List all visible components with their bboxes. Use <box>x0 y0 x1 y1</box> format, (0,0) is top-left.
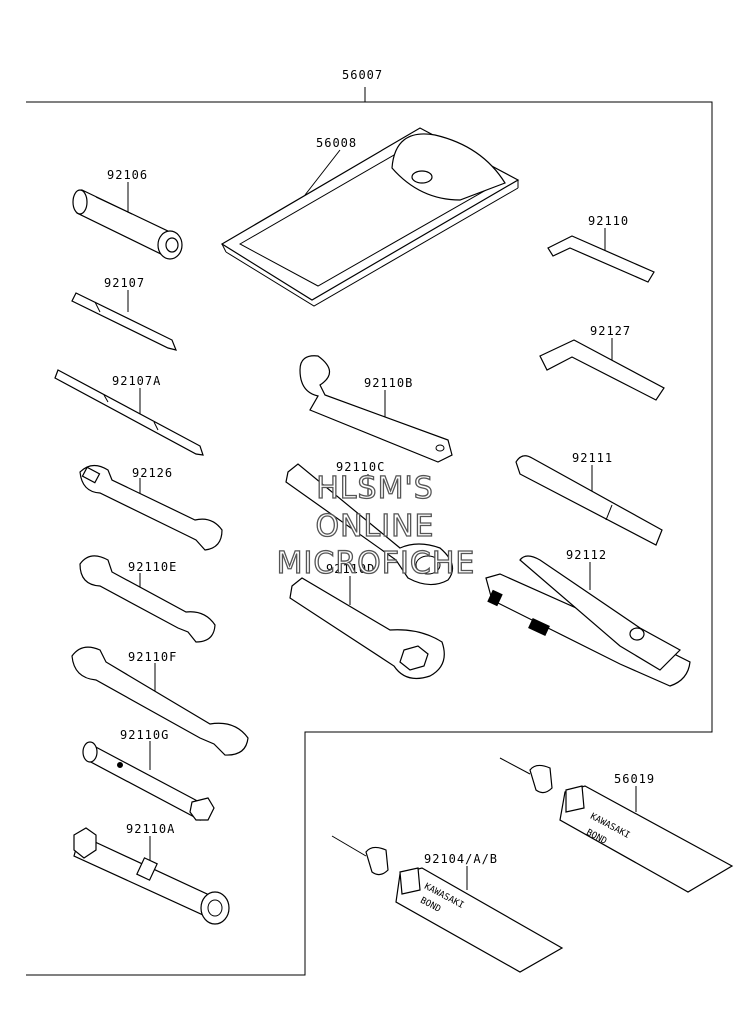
part-label-92110C: 92110C <box>336 460 386 474</box>
kit-frame <box>26 87 713 976</box>
part-label-56008: 56008 <box>316 136 358 150</box>
wrench-92110F <box>71 646 249 756</box>
part-label-92104: 92104/A/B <box>424 852 499 866</box>
watermark-line-3: MICROFICHE <box>276 546 476 581</box>
part-label-56007: 56007 <box>342 68 384 82</box>
part-label-92126: 92126 <box>132 466 174 480</box>
watermark-line-2: ONLINE <box>315 509 435 544</box>
part-label-92110F: 92110F <box>128 650 178 664</box>
screwdriver-92107A <box>54 369 204 456</box>
socket-92106 <box>72 189 183 260</box>
part-label-92107A: 92107A <box>112 374 162 388</box>
wrench-92110E <box>79 555 216 643</box>
part-label-92110E: 92110E <box>128 560 178 574</box>
part-label-92111: 92111 <box>572 451 614 465</box>
part-label-92106: 92106 <box>107 168 149 182</box>
pliers-92112 <box>485 555 691 687</box>
hex-key-92110 <box>547 235 655 283</box>
part-label-92127: 92127 <box>590 324 632 338</box>
part-label-92110B: 92110B <box>364 376 414 390</box>
part-label-92110G: 92110G <box>120 728 170 742</box>
ring-wrench-92110C <box>285 463 454 586</box>
part-label-92110: 92110 <box>588 214 630 228</box>
watermark-line-1: HLSM'S <box>316 471 434 506</box>
handle-92111 <box>515 455 663 546</box>
part-label-92110D: 92110D <box>326 562 376 576</box>
spanner-92110B <box>299 355 453 463</box>
ring-wrench-92110D <box>289 577 445 679</box>
tool-pouch <box>220 127 520 307</box>
part-label-92112: 92112 <box>566 548 608 562</box>
screwdriver-92107 <box>71 292 177 351</box>
bond-tube-56019 <box>499 757 734 893</box>
socket-92110A <box>73 827 230 925</box>
wrench-92126 <box>79 464 223 551</box>
part-label-56019: 56019 <box>614 772 656 786</box>
part-label-92110A: 92110A <box>126 822 176 836</box>
part-label-92107: 92107 <box>104 276 146 290</box>
hex-key-92127 <box>539 339 665 401</box>
bond-tube-92104 <box>331 835 564 973</box>
box-wrench-92110G <box>82 741 215 821</box>
